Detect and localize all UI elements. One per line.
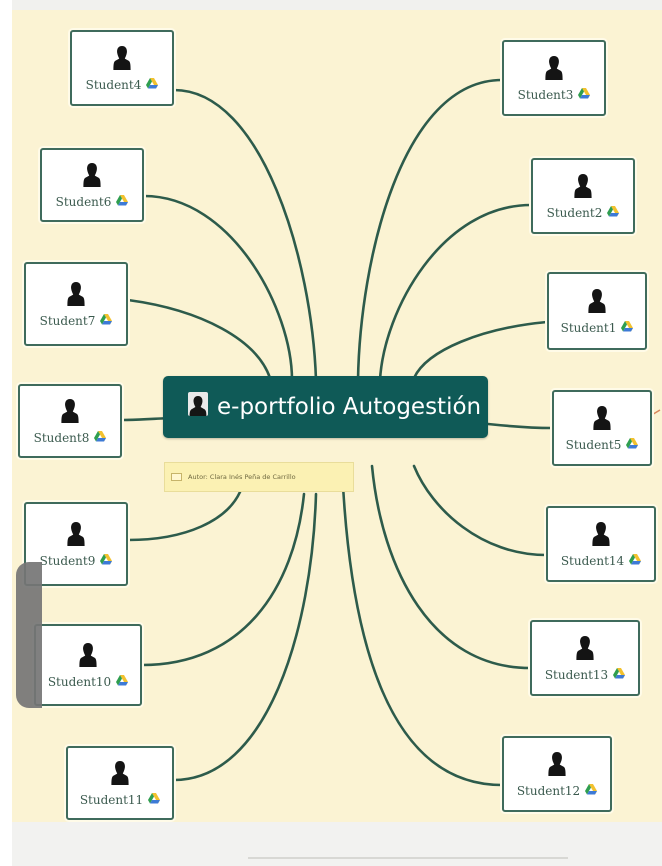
google-drive-icon[interactable] — [148, 792, 161, 807]
connector-line — [412, 464, 548, 557]
side-panel-handle[interactable] — [16, 562, 42, 708]
person-silhouette-icon — [61, 398, 79, 427]
student-node[interactable]: Student1 — [547, 272, 647, 350]
connector-line — [172, 88, 318, 382]
student-node[interactable]: Student9 — [24, 502, 128, 586]
google-drive-icon[interactable] — [146, 77, 159, 92]
google-drive-icon[interactable] — [94, 430, 107, 445]
student-name: Student1 — [560, 320, 617, 335]
author-note: Autor: Clara Inés Peña de Carrillo — [164, 462, 354, 492]
student-name: Student14 — [560, 553, 625, 568]
person-silhouette-icon — [588, 288, 606, 317]
person-silhouette-icon — [548, 751, 566, 780]
connector-line — [370, 464, 532, 670]
bottom-toolbar-area — [12, 822, 662, 866]
connector-line — [486, 422, 554, 430]
person-silhouette-icon — [574, 173, 592, 202]
google-drive-icon[interactable] — [100, 313, 113, 328]
window-left-edge — [0, 0, 12, 866]
central-topic-title: e-portfolio Autogestión — [217, 394, 482, 420]
student-name: Student8 — [33, 430, 90, 445]
student-node[interactable]: Student10 — [34, 624, 142, 706]
scrollbar-track[interactable] — [248, 857, 568, 859]
author-note-text: Autor: Clara Inés Peña de Carrillo — [188, 473, 296, 481]
student-node[interactable]: Student6 — [40, 148, 144, 222]
person-icon — [188, 392, 208, 422]
student-node[interactable]: Student5 — [552, 390, 652, 466]
student-node[interactable]: Student4 — [70, 30, 174, 106]
google-drive-icon[interactable] — [116, 194, 129, 209]
student-name: Student7 — [39, 313, 96, 328]
connector-line — [142, 194, 294, 382]
student-name: Student2 — [546, 205, 603, 220]
person-silhouette-icon — [67, 521, 85, 550]
connector-line — [356, 78, 504, 382]
student-name: Student13 — [544, 667, 609, 682]
connector-line — [172, 492, 318, 782]
person-silhouette-icon — [111, 760, 129, 789]
student-node[interactable]: Student14 — [546, 506, 656, 582]
student-node[interactable]: Student12 — [502, 736, 612, 812]
student-name: Student10 — [47, 674, 112, 689]
student-name: Student3 — [517, 87, 574, 102]
google-drive-icon[interactable] — [585, 783, 598, 798]
connector-lines — [120, 78, 661, 787]
google-drive-icon[interactable] — [578, 87, 591, 102]
student-node[interactable]: Student13 — [530, 620, 640, 696]
person-silhouette-icon — [593, 405, 611, 434]
google-drive-icon[interactable] — [629, 553, 642, 568]
google-drive-icon[interactable] — [626, 437, 639, 452]
google-drive-icon[interactable] — [116, 674, 129, 689]
student-name: Student6 — [55, 194, 112, 209]
google-drive-icon[interactable] — [100, 553, 113, 568]
person-silhouette-icon — [67, 281, 85, 310]
central-topic[interactable]: e-portfolio Autogestión — [163, 376, 488, 438]
google-drive-icon[interactable] — [607, 205, 620, 220]
person-silhouette-icon — [83, 162, 101, 191]
student-name: Student4 — [85, 77, 142, 92]
student-node[interactable]: Student3 — [502, 40, 606, 116]
connector-line — [340, 464, 504, 787]
person-silhouette-icon — [113, 45, 131, 74]
student-name: Student9 — [39, 553, 96, 568]
student-node[interactable]: Student2 — [531, 158, 635, 234]
student-node[interactable]: Student8 — [18, 384, 122, 458]
connector-line — [412, 320, 549, 380]
connector-line — [126, 298, 272, 380]
student-node[interactable]: Student7 — [24, 262, 128, 346]
note-icon — [171, 473, 182, 481]
student-node[interactable]: Student11 — [66, 746, 174, 820]
person-silhouette-icon — [545, 55, 563, 84]
person-silhouette-icon — [79, 642, 97, 671]
connector-line — [126, 490, 242, 542]
connector-line — [378, 203, 533, 382]
student-name: Student12 — [516, 783, 581, 798]
google-drive-icon[interactable] — [613, 667, 626, 682]
student-name: Student5 — [565, 437, 622, 452]
person-silhouette-icon — [576, 635, 594, 664]
person-silhouette-icon — [592, 521, 610, 550]
google-drive-icon[interactable] — [621, 320, 634, 335]
student-name: Student11 — [79, 792, 144, 807]
connector-line — [140, 492, 306, 667]
